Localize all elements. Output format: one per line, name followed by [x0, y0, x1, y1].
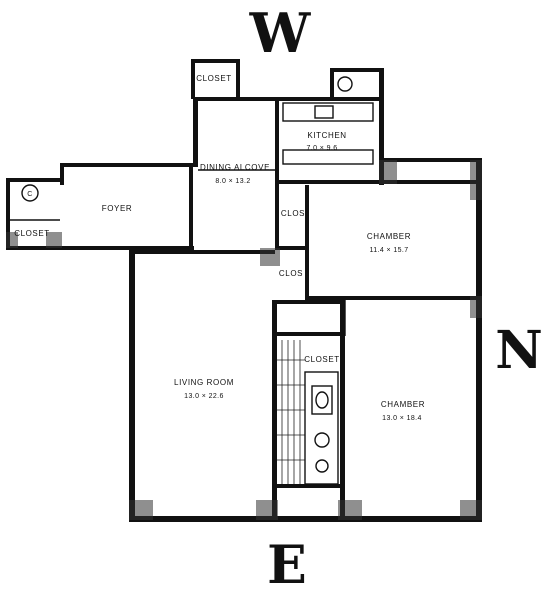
- toilet-icon: [314, 432, 330, 448]
- wall-stipple: [6, 160, 482, 520]
- closet-bath-label: CLOSET: [304, 355, 340, 364]
- chamber-lower-label: CHAMBER: [381, 400, 425, 409]
- dining-alcove-dims: 8.0 × 13.2: [215, 178, 250, 185]
- living-room-label: LIVING ROOM: [174, 378, 234, 387]
- closet-utility-circle-icon: [21, 184, 39, 202]
- hall-hatching: [277, 340, 305, 484]
- walls: [6, 59, 482, 522]
- clos-upper-label: CLOS: [281, 209, 305, 218]
- kitchen-fixtures: [282, 76, 374, 165]
- dining-alcove-label: DINING ALCOVE: [200, 163, 270, 172]
- kitchen-label: KITCHEN: [307, 131, 346, 140]
- compass-east: E: [267, 535, 307, 590]
- foyer-label: FOYER: [102, 204, 133, 213]
- compass-north: N: [495, 320, 543, 381]
- stove-icon: [337, 76, 353, 92]
- closet-top-label: CLOSET: [196, 74, 232, 83]
- sink-icon: [315, 391, 329, 409]
- closet-utility-symbol: C: [27, 191, 32, 198]
- living-room-dims: 13.0 × 22.6: [184, 393, 224, 400]
- chamber-upper-dims: 11.4 × 15.7: [369, 247, 408, 254]
- bath-fixtures: [304, 371, 339, 485]
- chamber-lower-dims: 13.0 × 18.4: [382, 415, 422, 422]
- compass-west: W: [249, 1, 312, 65]
- doors: [135, 105, 381, 487]
- chamber-upper-label: CHAMBER: [367, 232, 411, 241]
- clos-lower-label: CLOS: [279, 269, 303, 278]
- kitchen-dims: 7.0 × 9.6: [306, 145, 337, 152]
- closet-left-label: CLOSET: [14, 229, 50, 238]
